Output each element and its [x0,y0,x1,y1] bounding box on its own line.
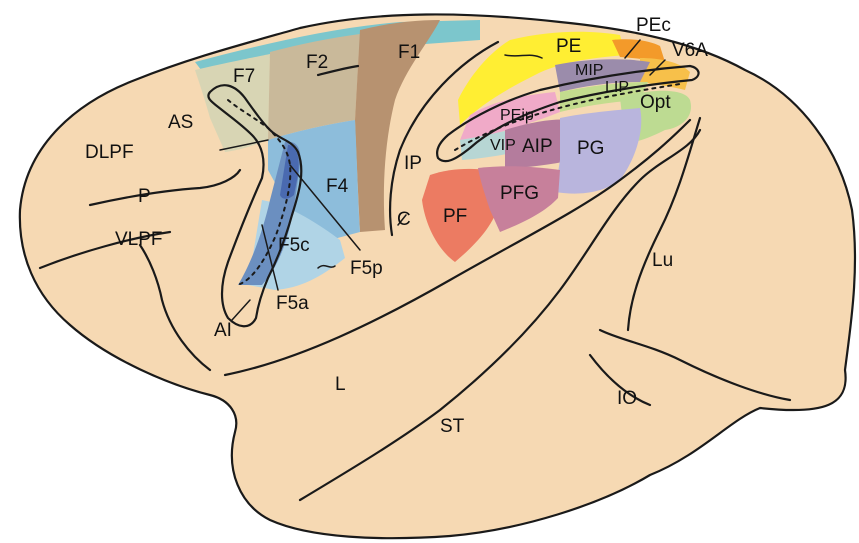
label-F7: F7 [233,66,255,87]
label-VIP: VIP [490,137,516,154]
label-L: L [335,374,346,395]
label-DLPF: DLPF [85,142,134,163]
label-LIP: LIP [605,79,629,96]
label-AIP: AIP [522,136,553,157]
label-F2: F2 [306,52,328,73]
label-F4: F4 [326,176,349,197]
label-C: C [397,209,411,230]
label-Opt: Opt [640,92,671,113]
label-V6A: V6A [672,40,708,61]
label-PE: PE [556,36,581,57]
label-AI: AI [214,320,232,341]
label-PEip: PEip [500,107,534,124]
label-VLPF: VLPF [115,229,163,250]
label-PEc: PEc [636,15,671,36]
label-PFG: PFG [500,183,539,204]
label-F1: F1 [398,42,420,63]
label-PG: PG [577,138,604,159]
label-F5a: F5a [276,293,309,314]
label-Lu: Lu [652,250,673,271]
cortex-outline [20,14,855,538]
label-AS: AS [168,112,193,133]
label-MIP: MIP [575,62,603,79]
label-F5c: F5c [278,235,310,256]
label-P: P [138,186,151,207]
label-F5p: F5p [350,258,383,279]
label-ST: ST [440,416,465,437]
label-IO: IO [617,388,637,409]
label-IP: IP [404,153,422,174]
label-PF: PF [443,206,467,227]
